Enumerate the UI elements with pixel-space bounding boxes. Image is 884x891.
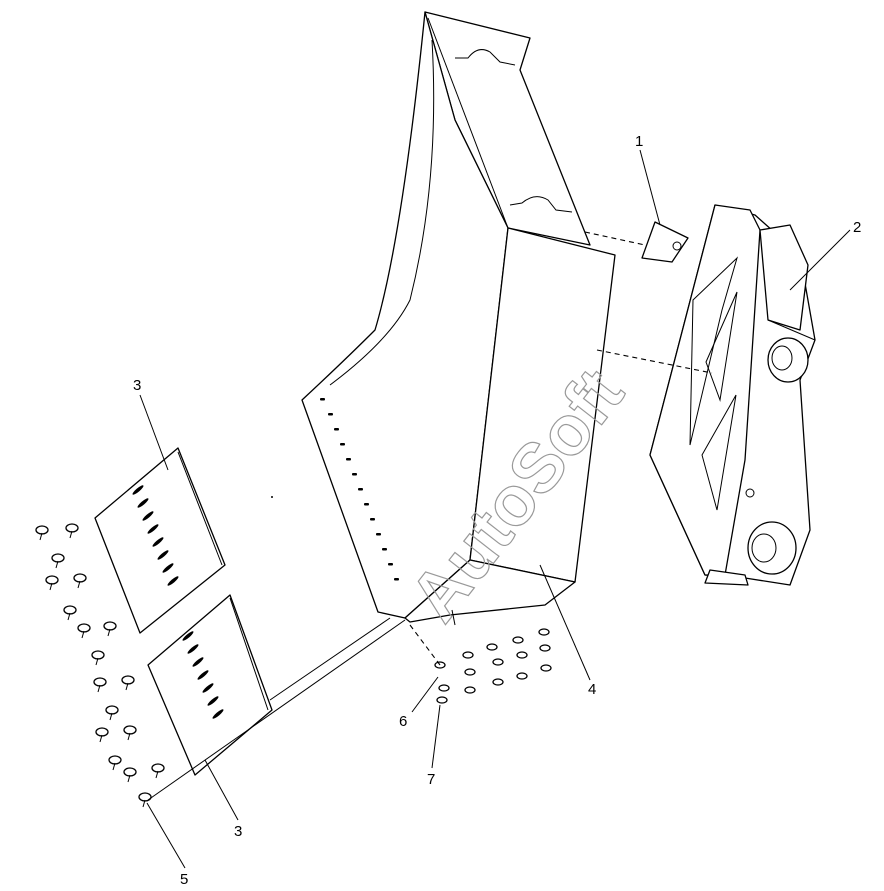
plate-upper-slots [132,485,179,586]
callout-3-upper: 3 [133,377,141,394]
assembly-lines [409,231,713,666]
part-3-plate-upper [94,447,226,634]
part-6-7-nuts-washers [434,628,552,704]
part-2-mount-plate [649,204,816,586]
callout-1: 1 [635,133,643,150]
leader-lines [139,149,851,869]
callout-6: 6 [399,713,407,730]
callout-2: 2 [853,219,861,236]
part-5-bolts [35,523,165,808]
chute-hole-row [320,398,399,581]
callout-4: 4 [588,681,596,698]
callout-3-lower: 3 [234,823,242,840]
part-4-chute [301,11,616,626]
part-1-bracket [641,221,689,263]
callout-7: 7 [427,771,435,788]
part-3-plate-lower [147,594,273,776]
plate-lower-slots [182,631,224,719]
callout-5: 5 [180,871,188,888]
callout-labels: 1 2 3 3 4 5 6 7 [133,133,861,888]
